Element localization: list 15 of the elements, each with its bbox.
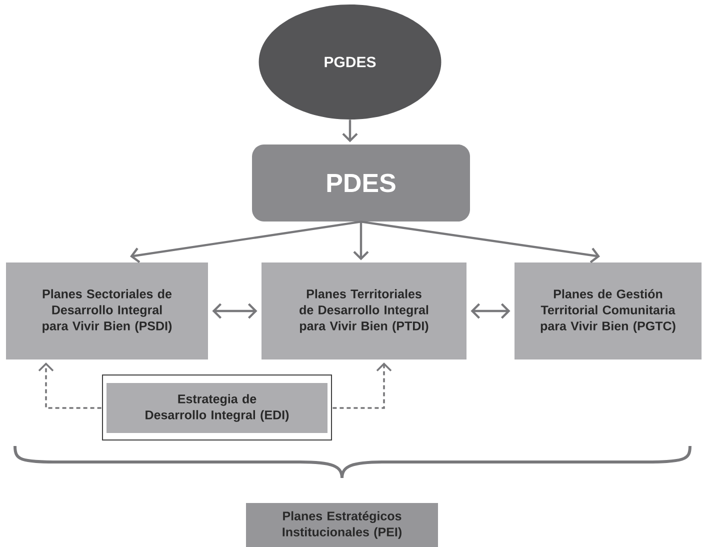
dashed-arrow: [38, 362, 102, 409]
arrow: [360, 220, 600, 264]
oval-node: PGDES: [258, 4, 442, 120]
arrow: [212, 303, 258, 319]
arrow: [130, 220, 362, 264]
framed-box: Estrategia de Desarrollo Integral (EDI): [102, 374, 332, 440]
arrow: [342, 120, 358, 142]
arrow: [353, 222, 369, 260]
process-box: Planes Estratégicos Institucionales (PEI): [246, 503, 438, 547]
rounded-box: PDES: [252, 144, 470, 222]
process-box: Planes Sectoriales de Desarrollo Integral para Vivir Bien (PSDI): [6, 262, 208, 360]
process-box: Planes Territoriales de Desarrollo Integral para Vivir Bien (PTDI): [262, 262, 466, 360]
process-box: Planes de Gestión Territorial Comunitaria para Vivir Bien (PGTC): [514, 262, 702, 360]
dashed-arrow: [332, 362, 392, 409]
arrow: [470, 303, 510, 319]
